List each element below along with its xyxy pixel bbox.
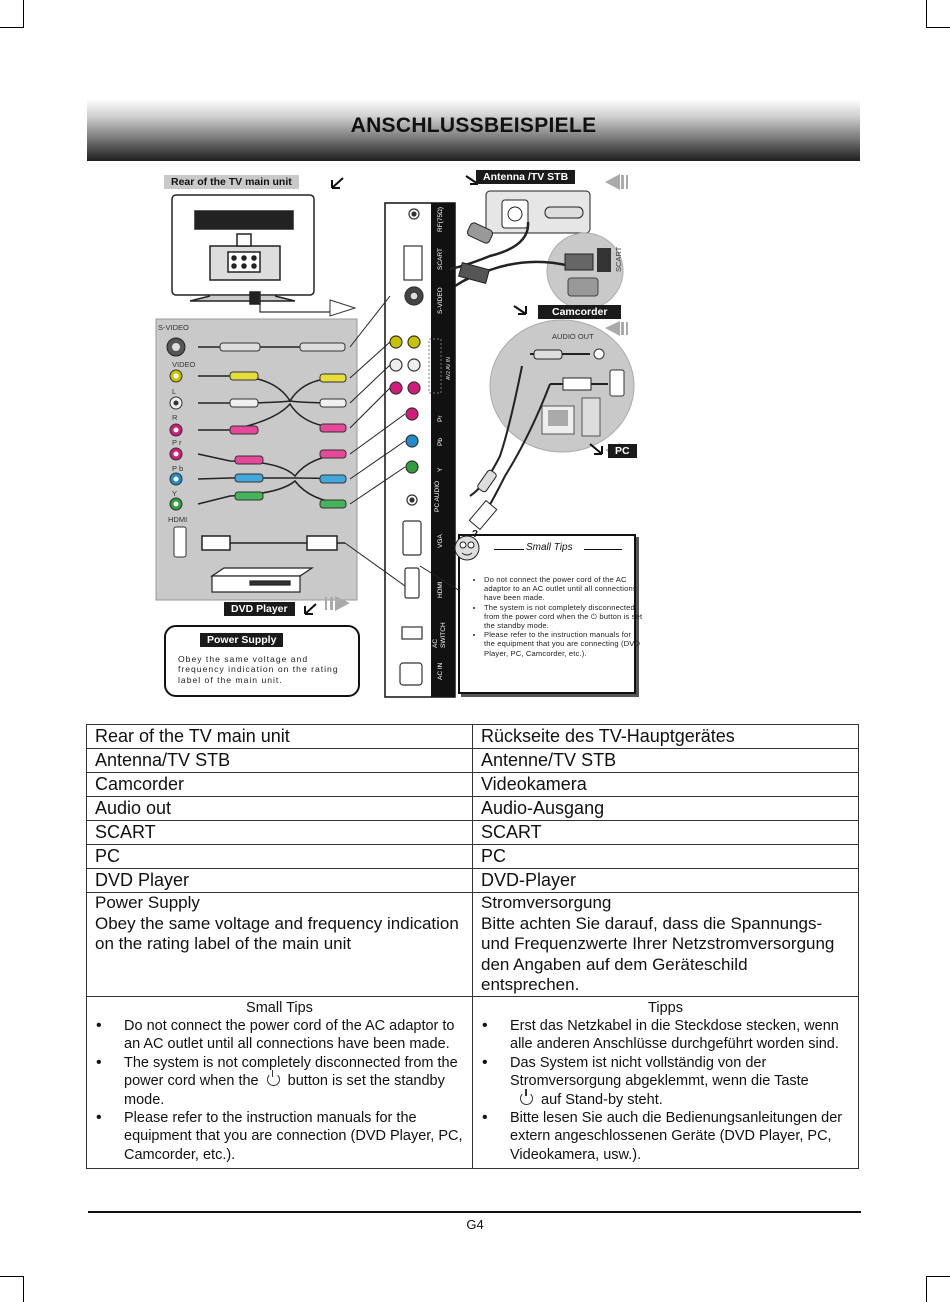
strip-label-rf: RF(75Ω) bbox=[437, 206, 444, 232]
power-title-en: Power Supply bbox=[95, 893, 200, 912]
table-row: SCART SCART bbox=[86, 820, 859, 845]
svg-text:?: ? bbox=[472, 529, 478, 540]
table-row: PC PC bbox=[86, 844, 859, 869]
table-row: Antenna/TV STB Antenne/TV STB bbox=[86, 748, 859, 773]
tip-item: Das System ist nicht vollständig von der… bbox=[481, 1054, 850, 1109]
crop-mark bbox=[0, 27, 24, 28]
table-row: Audio out Audio-Ausgang bbox=[86, 796, 859, 821]
translation-table: Rear of the TV main unit Rückseite des T… bbox=[86, 724, 859, 1170]
audio-out-label: AUDIO OUT bbox=[552, 332, 594, 341]
cell-de: Antenne/TV STB bbox=[472, 748, 859, 773]
small-tips-box: ? Small Tips Do not connect the power co… bbox=[454, 529, 642, 694]
tip-item: Erst das Netzkabel in die Steckdose stec… bbox=[481, 1017, 850, 1054]
hdmi-label: HDMI bbox=[168, 515, 188, 524]
strip-label-svideo: S-VIDEO bbox=[437, 287, 444, 314]
strip-label-pb: Pb bbox=[437, 438, 444, 446]
crop-mark bbox=[926, 1276, 950, 1277]
diagram-artwork bbox=[155, 174, 635, 698]
cell-de: DVD-Player bbox=[472, 868, 859, 893]
cell-en: Power Supply Obey the same voltage and f… bbox=[86, 892, 473, 997]
table-row: DVD Player DVD-Player bbox=[86, 868, 859, 893]
video-label: VIDEO bbox=[172, 360, 196, 369]
power-title-de: Stromversorgung bbox=[481, 893, 612, 912]
dvd-player-label: DVD Player bbox=[224, 602, 295, 616]
pr-label: P r bbox=[172, 438, 182, 447]
power-text-de: Bitte achten Sie darauf, dass die Spannu… bbox=[481, 913, 835, 995]
tip-item: The system is not completely disconnecte… bbox=[484, 603, 644, 631]
svideo-label: S-VIDEO bbox=[158, 323, 189, 332]
tv-rear-icon bbox=[171, 194, 315, 305]
strip-label-pr: Pr bbox=[437, 415, 444, 423]
power-text-en: Obey the same voltage and frequency indi… bbox=[95, 913, 459, 954]
cell-de: Videokamera bbox=[472, 772, 859, 797]
antenna-label: Antenna /TV STB bbox=[476, 170, 576, 184]
dvd-player-icon bbox=[210, 567, 314, 593]
cell-de: PC bbox=[472, 844, 859, 869]
crop-mark bbox=[926, 1276, 927, 1302]
header-banner: ANSCHLUSSBEISPIELE bbox=[87, 99, 860, 161]
power-supply-text: Obey the same voltage and frequency indi… bbox=[178, 654, 339, 685]
table-row: Rear of the TV main unit Rückseite des T… bbox=[86, 724, 859, 749]
cell-de: Stromversorgung Bitte achten Sie darauf,… bbox=[472, 892, 859, 997]
cell-en: Audio out bbox=[86, 796, 473, 821]
cell-en: Small Tips Do not connect the power cord… bbox=[86, 995, 473, 1170]
strip-jacks bbox=[389, 208, 424, 686]
small-tips-title: Small Tips bbox=[526, 542, 573, 553]
tip-item: Do not connect the power cord of the AC … bbox=[95, 1017, 464, 1054]
strip-label-pc-audio: PC AUDIO bbox=[434, 480, 441, 512]
strip-label-scart: SCART bbox=[437, 248, 444, 270]
crop-mark bbox=[23, 0, 24, 28]
table-row-tips: Small Tips Do not connect the power cord… bbox=[86, 995, 859, 1170]
l-label: L bbox=[172, 387, 177, 396]
tip-item: Bitte lesen Sie auch die Bedienungsanlei… bbox=[481, 1109, 850, 1164]
cable-plugs bbox=[201, 342, 347, 551]
scart-side-label: SCART bbox=[614, 246, 623, 272]
table-row-power: Power Supply Obey the same voltage and f… bbox=[86, 892, 859, 997]
table-row: Camcorder Videokamera bbox=[86, 772, 859, 797]
pc-label: PC bbox=[608, 444, 637, 458]
cell-de: SCART bbox=[472, 820, 859, 845]
tip-item: The system is not completely disconnecte… bbox=[95, 1054, 464, 1109]
power-icon bbox=[266, 1070, 280, 1087]
cell-de: Rückseite des TV-Hauptgerätes bbox=[472, 724, 859, 749]
r-label: R bbox=[172, 413, 178, 422]
mascot-icon: ? bbox=[454, 529, 480, 561]
strip-label-hdmi: HDMI bbox=[437, 581, 444, 598]
pb-label: P b bbox=[172, 464, 184, 473]
crop-mark bbox=[926, 27, 950, 28]
y-label: Y bbox=[172, 489, 178, 498]
connection-diagram: Rear of the TV main unit Antenna /TV STB… bbox=[150, 166, 650, 706]
tip-item: Do not connect the power cord of the AC … bbox=[484, 575, 644, 603]
strip-label-ac-in: AC IN bbox=[437, 662, 444, 680]
tips-title-de: Tipps bbox=[648, 999, 683, 1016]
cell-en: DVD Player bbox=[86, 868, 473, 893]
crop-mark bbox=[23, 1276, 24, 1302]
crop-mark bbox=[926, 0, 927, 28]
cell-de: Tipps Erst das Netzkabel in die Steckdos… bbox=[472, 995, 859, 1170]
page-title: ANSCHLUSSBEISPIELE bbox=[350, 114, 597, 137]
strip-label-vga: VGA bbox=[437, 534, 444, 548]
page-number: G4 bbox=[466, 1217, 484, 1232]
footer-divider bbox=[88, 1211, 861, 1213]
rear-unit-label: Rear of the TV main unit bbox=[164, 175, 299, 189]
tips-title-en: Small Tips bbox=[246, 999, 313, 1016]
power-icon bbox=[520, 1088, 533, 1105]
strip-label-ac-switch: AC SWITCH bbox=[432, 622, 447, 648]
tip-item: Please refer to the instruction manuals … bbox=[484, 630, 644, 658]
cell-en: PC bbox=[86, 844, 473, 869]
cell-en: SCART bbox=[86, 820, 473, 845]
strip-label-av2: AV2 AV IN bbox=[446, 357, 452, 380]
cell-de: Audio-Ausgang bbox=[472, 796, 859, 821]
cell-en: Antenna/TV STB bbox=[86, 748, 473, 773]
camcorder-label: Camcorder bbox=[538, 305, 622, 319]
cell-en: Camcorder bbox=[86, 772, 473, 797]
power-supply-box: Power Supply Obey the same voltage and f… bbox=[164, 625, 360, 697]
power-supply-title: Power Supply bbox=[200, 633, 284, 647]
crop-mark bbox=[0, 1276, 24, 1277]
tip-item: Please refer to the instruction manuals … bbox=[95, 1109, 464, 1164]
cell-en: Rear of the TV main unit bbox=[86, 724, 473, 749]
